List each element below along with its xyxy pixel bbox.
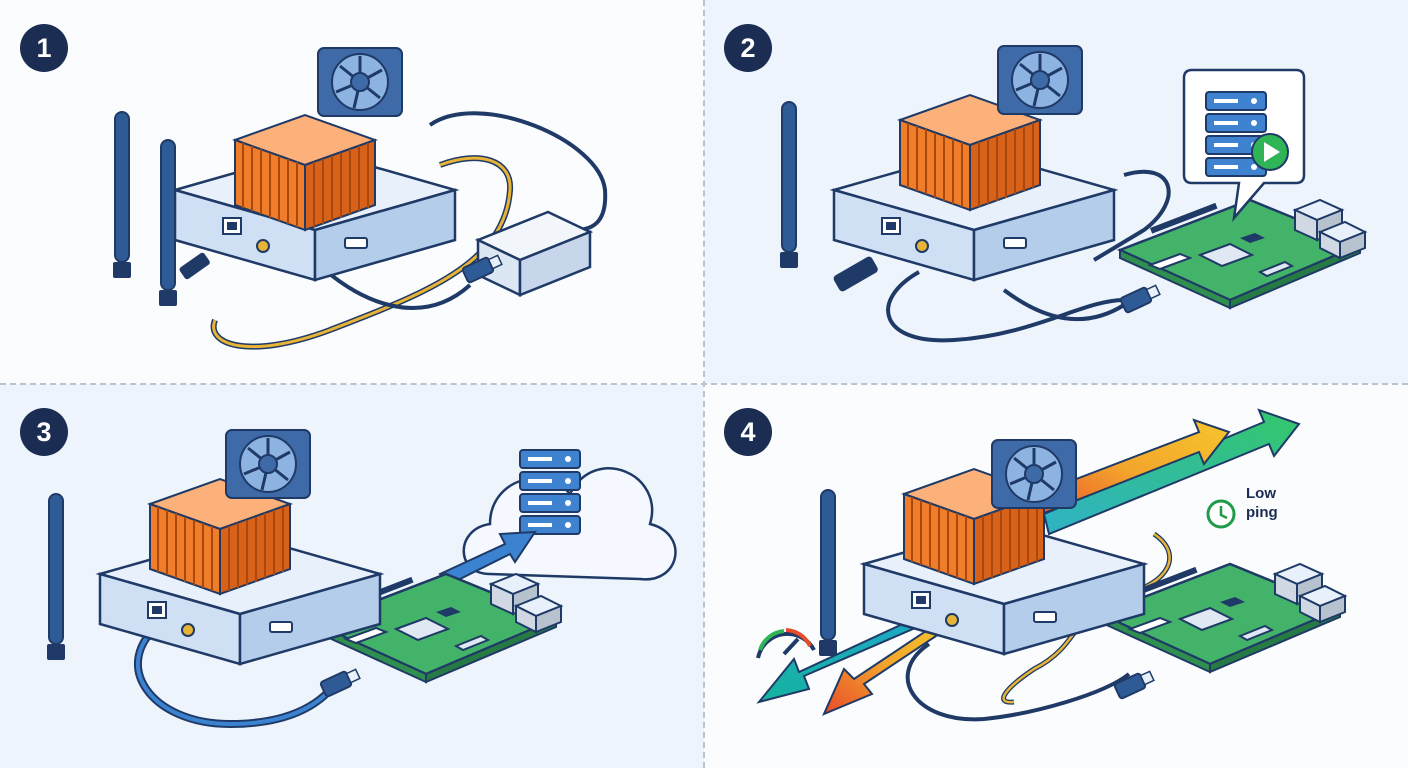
step-badge: 1 bbox=[20, 24, 68, 72]
fan-icon bbox=[224, 428, 312, 500]
antenna-icon bbox=[779, 101, 799, 269]
antenna-icon bbox=[46, 493, 66, 661]
panel-1-illustration bbox=[112, 46, 608, 350]
antenna-icon bbox=[158, 139, 178, 307]
step-badge: 2 bbox=[724, 24, 772, 72]
fan-icon bbox=[996, 44, 1084, 116]
clock-icon bbox=[1206, 499, 1236, 529]
antenna-icon bbox=[112, 111, 132, 279]
fan-icon bbox=[316, 46, 404, 118]
panel-divider-horizontal bbox=[0, 383, 1408, 385]
step-badge: 3 bbox=[20, 408, 68, 456]
power-supply bbox=[474, 210, 594, 297]
ping-label-line-2: ping bbox=[1246, 504, 1278, 521]
speedometer-icon bbox=[756, 628, 816, 659]
server-callout-bubble bbox=[1182, 68, 1306, 223]
fan-icon bbox=[990, 438, 1078, 510]
ping-label-line-1: Low bbox=[1246, 485, 1276, 502]
antenna-icon bbox=[818, 489, 838, 657]
panel-step-3: 3 bbox=[0, 384, 704, 768]
panel-4-illustration bbox=[756, 408, 1347, 722]
panel-step-4: 4 bbox=[704, 384, 1408, 768]
panel-step-2: 2 bbox=[704, 0, 1408, 384]
panel-step-1: 1 bbox=[0, 0, 704, 384]
panel-3-illustration bbox=[46, 428, 677, 729]
step-badge: 4 bbox=[724, 408, 772, 456]
panel-2-illustration bbox=[779, 44, 1367, 343]
low-ping-label: Low ping bbox=[1246, 484, 1278, 522]
